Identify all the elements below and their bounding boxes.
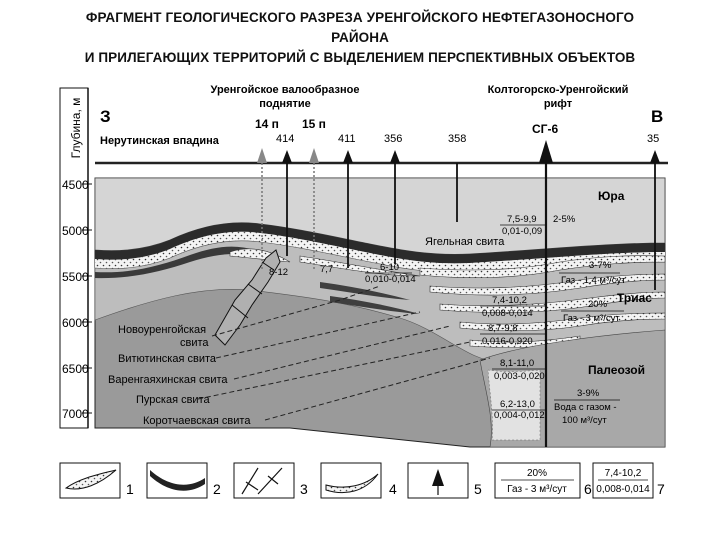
- unit-novour-2: свита: [180, 337, 209, 349]
- dark-sublayer-left: [95, 246, 255, 279]
- ann-20pct: 20%: [588, 299, 608, 310]
- unit-pur: Пурская свита: [136, 394, 210, 406]
- tick-4500: 4500: [62, 178, 89, 192]
- legend-box7-top: 7,4-10,2: [605, 468, 642, 479]
- ann-3-9pct: 3-9%: [577, 388, 600, 399]
- nerutinsk-depression-label: Нерутинская впадина: [100, 135, 220, 147]
- west-end-label: З: [100, 107, 111, 126]
- formation-labels: Новоуренгойская свита Витютинская свита …: [108, 285, 491, 427]
- ann-water-gas-2: 100 м³/сут: [562, 415, 607, 426]
- legend-box6-top: 20%: [527, 468, 547, 479]
- diagram-title: ФРАГМЕНТ ГЕОЛОГИЧЕСКОГО РАЗРЕЗА УРЕНГОЙС…: [0, 8, 720, 68]
- unit-korot: Коротчаевская свита: [143, 415, 251, 427]
- well-35-icon: [650, 150, 660, 163]
- ann-7-4-10-2: 7,4-10,2: [492, 295, 527, 306]
- legend-num-3: 3: [300, 481, 308, 497]
- ann-8-1-11-0: 8,1-11,0: [500, 358, 534, 369]
- ann-gas-3: Газ - 3 м³/сут: [563, 313, 620, 324]
- east-end-label: В: [651, 107, 663, 126]
- ann-7-7: 7,7: [320, 264, 333, 275]
- legend-num-6: 6: [584, 481, 592, 497]
- unit-vareng: Варенгаяхинская свита: [108, 374, 228, 386]
- ann-0004-0012: 0,004-0,012: [494, 410, 545, 421]
- well-14p-icon: [257, 148, 267, 163]
- unit-trias: Триас: [617, 291, 652, 305]
- unit-yura: Юра: [598, 189, 625, 203]
- ann-7-5-9-9: 7,5-9,9: [507, 214, 537, 225]
- ann-0003-0020: 0,003-0,020: [494, 371, 545, 382]
- well-35-label: 35: [647, 133, 659, 145]
- ann-water-gas-1: Вода с газом -: [554, 402, 617, 413]
- depth-axis: Глубина, м 4500 5000 5500 6000 6500 7000: [59, 87, 92, 429]
- urengoy-uplift-label-1: Уренгойское валообразное: [211, 84, 360, 96]
- title-line-1: ФРАГМЕНТ ГЕОЛОГИЧЕСКОГО РАЗРЕЗА УРЕНГОЙС…: [85, 10, 635, 25]
- title-line-2: РАЙОНА: [331, 30, 389, 45]
- legend-item-5: 5: [407, 462, 482, 499]
- legend-num-5: 5: [474, 481, 482, 497]
- tick-5000: 5000: [62, 224, 89, 238]
- ann-2-5pct: 2-5%: [553, 214, 576, 225]
- fault-block: [214, 249, 281, 346]
- ann-6-10: 6-10: [380, 262, 399, 273]
- well-411-label: 411: [338, 133, 356, 145]
- koltogor-rift-label-2: рифт: [544, 98, 573, 110]
- unit-paleozoy: Палеозой: [588, 363, 645, 377]
- well-sg6-icon: [539, 140, 553, 163]
- well-symbol-icon: [432, 469, 444, 486]
- legend-num-7: 7: [657, 481, 665, 497]
- legend-item-7: 7,4-10,2 0,008-0,014 7: [592, 462, 665, 499]
- tick-6000: 6000: [62, 316, 89, 330]
- sand-lenses: [299, 255, 666, 348]
- well-markers: [257, 140, 660, 163]
- unit-vitut: Витютинская свита: [118, 353, 217, 365]
- well-411-icon: [343, 150, 353, 163]
- urengoy-uplift-label-2: поднятие: [259, 98, 311, 110]
- well-356-icon: [390, 150, 400, 163]
- tick-5500: 5500: [62, 270, 89, 284]
- ann-0008-0014: 0,008-0,014: [482, 308, 533, 319]
- ann-001-009: 0,01-0,09: [502, 226, 542, 237]
- dark-marker-layer: [95, 222, 665, 264]
- wells: [261, 163, 656, 447]
- well-15p-label: 15 п: [302, 117, 326, 131]
- unit-yagel: Ягельная свита: [425, 236, 505, 248]
- tick-7000: 7000: [62, 407, 89, 421]
- ann-3-7pct: 3-7%: [589, 260, 612, 271]
- ann-0016-0920: 0,016-0,920: [482, 336, 533, 347]
- well-15p-icon: [309, 148, 319, 163]
- legend-num-4: 4: [389, 481, 397, 497]
- well-414-label: 414: [276, 133, 294, 145]
- legend: 1 2 3 4 5 20% Га: [59, 462, 665, 499]
- well-sg6-label: СГ-6: [532, 122, 558, 136]
- ann-8-12: 8-12: [269, 267, 288, 278]
- ann-6-2-13-0: 6,2-13,0: [500, 399, 535, 410]
- legend-item-2: 2: [146, 462, 221, 499]
- legend-item-4: 4: [320, 462, 397, 499]
- well-414-icon: [282, 150, 292, 163]
- well-14p-label: 14 п: [255, 117, 279, 131]
- legend-num-1: 1: [126, 481, 134, 497]
- annotations: 8-12 7,7 6-10 0,010-0,014 7,5-9,9 0,01-0…: [269, 214, 626, 426]
- title-line-3: И ПРИЛЕГАЮЩИХ ТЕРРИТОРИЙ С ВЫДЕЛЕНИЕМ ПЕ…: [84, 50, 636, 65]
- legend-item-3: 3: [233, 462, 308, 499]
- legend-item-1: 1: [59, 462, 134, 499]
- depth-ticks: 4500 5000 5500 6000 6500 7000: [62, 178, 92, 421]
- well-356-label: 356: [384, 133, 402, 145]
- sand-layer-upper: [95, 231, 665, 273]
- ann-gas-1-4: Газ - 1,4 м³/сут: [561, 275, 626, 286]
- ann-8-7-9-8: 8,7-9,8: [488, 323, 518, 334]
- legend-num-2: 2: [213, 481, 221, 497]
- paleozoy-dotted-fill: [487, 369, 541, 441]
- koltogor-rift-label-1: Колтогорско-Уренгойский: [488, 84, 629, 96]
- legend-box7-bottom: 0,008-0,014: [596, 484, 650, 495]
- tick-6500: 6500: [62, 362, 89, 376]
- ann-0010-0014: 0,010-0,014: [365, 274, 416, 285]
- unit-novour-1: Новоуренгойская: [118, 324, 206, 336]
- well-358-label: 358: [448, 133, 466, 145]
- legend-item-6: 20% Газ - 3 м³/сут 6: [494, 462, 592, 499]
- legend-box6-bottom: Газ - 3 м³/сут: [507, 484, 567, 495]
- depth-axis-label: Глубина, м: [69, 98, 83, 159]
